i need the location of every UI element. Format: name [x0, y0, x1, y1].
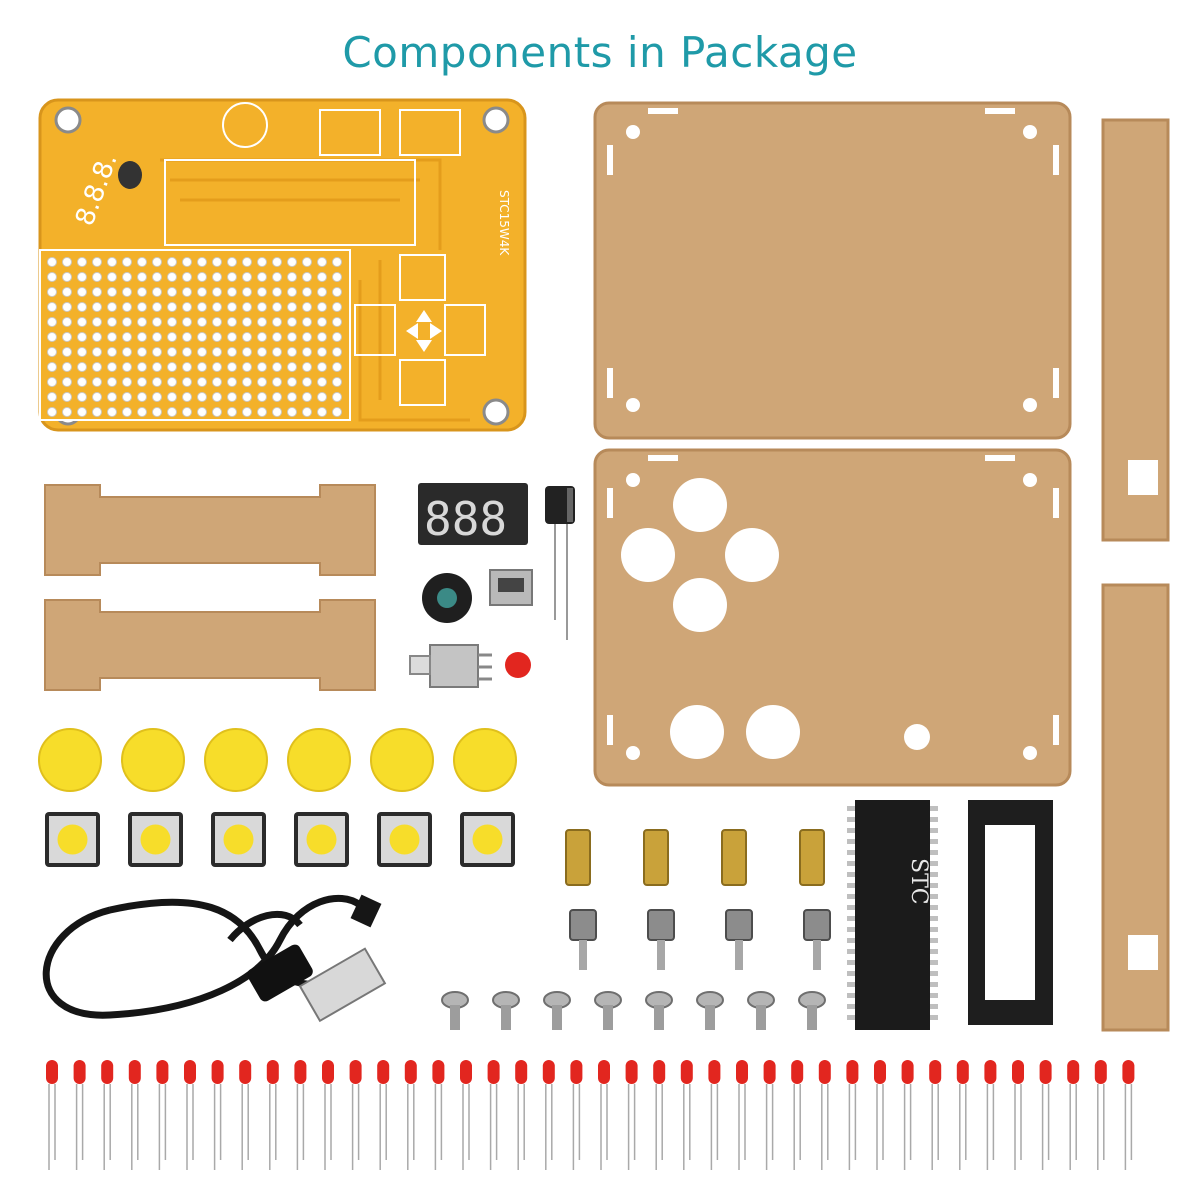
microcontroller-chip: STC	[847, 800, 938, 1030]
brass-standoff	[643, 829, 669, 886]
red-led	[322, 1060, 334, 1170]
red-led	[1039, 1060, 1052, 1170]
red-led	[239, 1060, 252, 1170]
red-led	[128, 1060, 141, 1170]
yellow-cap	[121, 728, 185, 792]
red-led	[46, 1060, 58, 1170]
page-title: Components in Package	[342, 28, 858, 77]
screws	[441, 991, 826, 1030]
screw	[543, 991, 571, 1030]
chip-marking: STC	[906, 858, 931, 905]
screw	[645, 991, 673, 1030]
red-led	[211, 1060, 224, 1170]
red-led	[818, 1060, 831, 1170]
red-led	[791, 1060, 804, 1170]
red-led	[625, 1060, 638, 1170]
red-led	[349, 1060, 362, 1170]
yellow-cap	[453, 728, 517, 792]
red-led	[736, 1060, 748, 1170]
hex-spacer	[647, 909, 675, 970]
red-led	[73, 1060, 86, 1170]
red-led	[1122, 1060, 1135, 1170]
red-led	[294, 1060, 307, 1170]
red-led	[708, 1060, 721, 1170]
mini-usb-socket	[489, 569, 533, 606]
board-label-silkscreen: STC15W4K	[497, 190, 511, 256]
acrylic-strip-left-2	[44, 599, 376, 691]
hex-spacer	[569, 909, 597, 970]
red-led	[1094, 1060, 1107, 1170]
hex-spacer	[803, 909, 831, 970]
red-led	[763, 1060, 776, 1170]
screw	[594, 991, 622, 1030]
acrylic-side-strip-long	[1101, 583, 1170, 1032]
yellow-button-caps	[38, 728, 517, 792]
usb-cable	[42, 894, 387, 1023]
tactile-switch	[294, 812, 349, 867]
screw	[696, 991, 724, 1030]
red-led	[156, 1060, 169, 1170]
screw	[747, 991, 775, 1030]
tactile-switch	[45, 812, 100, 867]
yellow-cap	[38, 728, 102, 792]
red-led	[956, 1060, 969, 1170]
red-led	[101, 1060, 114, 1170]
red-led	[874, 1060, 886, 1170]
red-led	[184, 1060, 196, 1170]
yellow-cap	[287, 728, 351, 792]
yellow-cap	[370, 728, 434, 792]
red-led	[515, 1060, 528, 1170]
tactile-switch	[211, 812, 266, 867]
buzzer	[422, 573, 472, 623]
tactile-switch	[128, 812, 183, 867]
acrylic-bottom-panel	[593, 448, 1072, 787]
red-led	[404, 1060, 417, 1170]
red-led	[542, 1060, 555, 1170]
yellow-cap	[204, 728, 268, 792]
screw	[441, 991, 469, 1030]
hex-spacers	[569, 909, 831, 970]
red-button-cap	[505, 652, 531, 678]
red-led	[377, 1060, 390, 1170]
tactile-switch	[460, 812, 515, 867]
red-led	[1067, 1060, 1080, 1170]
brass-standoff	[799, 829, 825, 886]
pcb-board: 8.8.8. STC15W4K	[38, 98, 527, 432]
red-led	[984, 1060, 997, 1170]
acrylic-side-strip-short	[1101, 118, 1170, 542]
red-led	[929, 1060, 942, 1170]
seven-segment-display: 888	[418, 483, 528, 546]
red-led	[487, 1060, 500, 1170]
brass-standoffs	[565, 829, 825, 886]
tactile-switches	[45, 812, 515, 867]
ic-socket	[968, 800, 1053, 1025]
red-led	[653, 1060, 666, 1170]
red-led	[570, 1060, 583, 1170]
red-led	[266, 1060, 279, 1170]
brass-standoff	[565, 829, 591, 886]
svg-text:888: 888	[424, 492, 507, 546]
acrylic-strip-left-1	[44, 484, 376, 576]
electrolytic-capacitor	[545, 486, 575, 640]
screw	[798, 991, 826, 1030]
red-led	[1012, 1060, 1024, 1170]
red-led	[680, 1060, 693, 1170]
red-led	[460, 1060, 472, 1170]
acrylic-top-panel	[593, 101, 1072, 440]
brass-standoff	[721, 829, 747, 886]
slide-switch	[409, 644, 492, 688]
red-led	[846, 1060, 859, 1170]
hex-spacer	[725, 909, 753, 970]
screw	[492, 991, 520, 1030]
red-led	[901, 1060, 914, 1170]
red-leds	[46, 1060, 1135, 1170]
red-led	[432, 1060, 445, 1170]
tactile-switch	[377, 812, 432, 867]
red-led	[598, 1060, 610, 1170]
